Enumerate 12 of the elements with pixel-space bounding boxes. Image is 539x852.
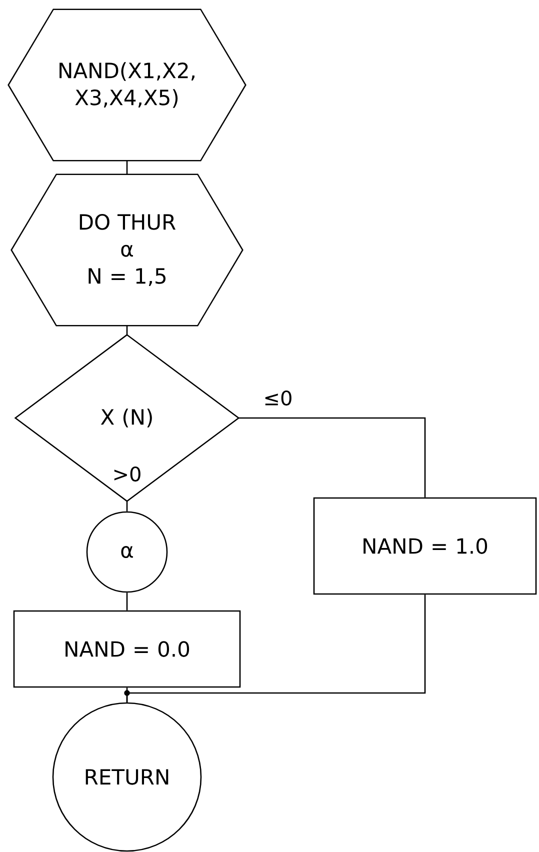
start-hexagon: NAND(X1,X2, X3,X4,X5) [8, 8, 246, 162]
connector-line [126, 592, 128, 610]
loop-hexagon: DO THUR α N = 1,5 [10, 174, 244, 326]
process-box: NAND = 1.0 [313, 497, 537, 595]
connector-line [126, 160, 128, 174]
edge-label: ≤0 [261, 388, 295, 408]
connector-line [124, 594, 426, 702]
edge-label: >0 [110, 464, 144, 484]
process-box: NAND = 0.0 [13, 610, 241, 688]
connector-line [126, 326, 128, 335]
connector-line [126, 501, 128, 512]
connector-line [238, 417, 426, 498]
